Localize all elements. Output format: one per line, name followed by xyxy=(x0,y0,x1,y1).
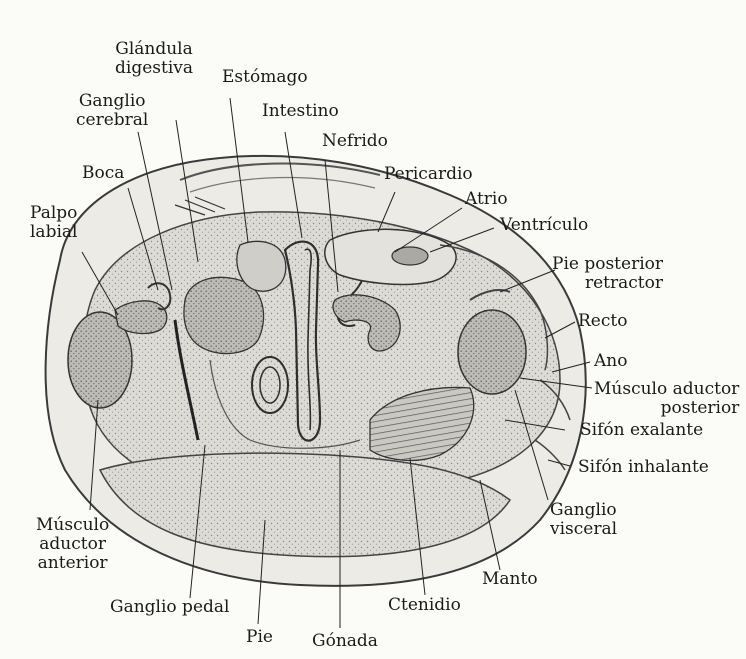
label-pie: Pie xyxy=(246,628,273,647)
label-gonada: Gónada xyxy=(312,632,378,651)
label-manto: Manto xyxy=(482,570,538,589)
label-sifon-inhalante: Sifón inhalante xyxy=(578,458,709,477)
label-atrio: Atrio xyxy=(465,190,508,209)
label-nefrido: Nefrido xyxy=(322,132,388,151)
ventricle xyxy=(392,247,428,265)
label-estomago: Estómago xyxy=(222,68,308,87)
label-ano: Ano xyxy=(594,352,627,371)
label-ganglio-pedal: Ganglio pedal xyxy=(110,598,229,617)
label-palpo-labial: Palpo labial xyxy=(30,204,77,242)
label-intestino: Intestino xyxy=(262,102,339,121)
label-musculo-aductor-anterior: Músculo aductor anterior xyxy=(36,516,109,573)
label-ganglio-visceral: Ganglio visceral xyxy=(550,501,617,539)
pericardium xyxy=(325,229,456,284)
label-recto: Recto xyxy=(578,312,627,331)
label-pericardio: Pericardio xyxy=(384,165,473,184)
label-ctenidio: Ctenidio xyxy=(388,596,461,615)
label-boca: Boca xyxy=(82,164,124,183)
labial-palp xyxy=(115,301,167,334)
label-musculo-aductor-posterior: Músculo aductor posterior xyxy=(594,380,739,418)
label-glandula-digestiva: Glándula digestiva xyxy=(115,40,193,78)
label-ganglio-cerebral: Ganglio cerebral xyxy=(76,92,148,130)
label-sifon-exalante: Sifón exalante xyxy=(580,421,703,440)
label-ventriculo: Ventrículo xyxy=(500,216,588,235)
posterior-adductor-muscle xyxy=(458,310,526,394)
label-pie-posterior-retractor: Pie posterior retractor xyxy=(552,255,663,293)
